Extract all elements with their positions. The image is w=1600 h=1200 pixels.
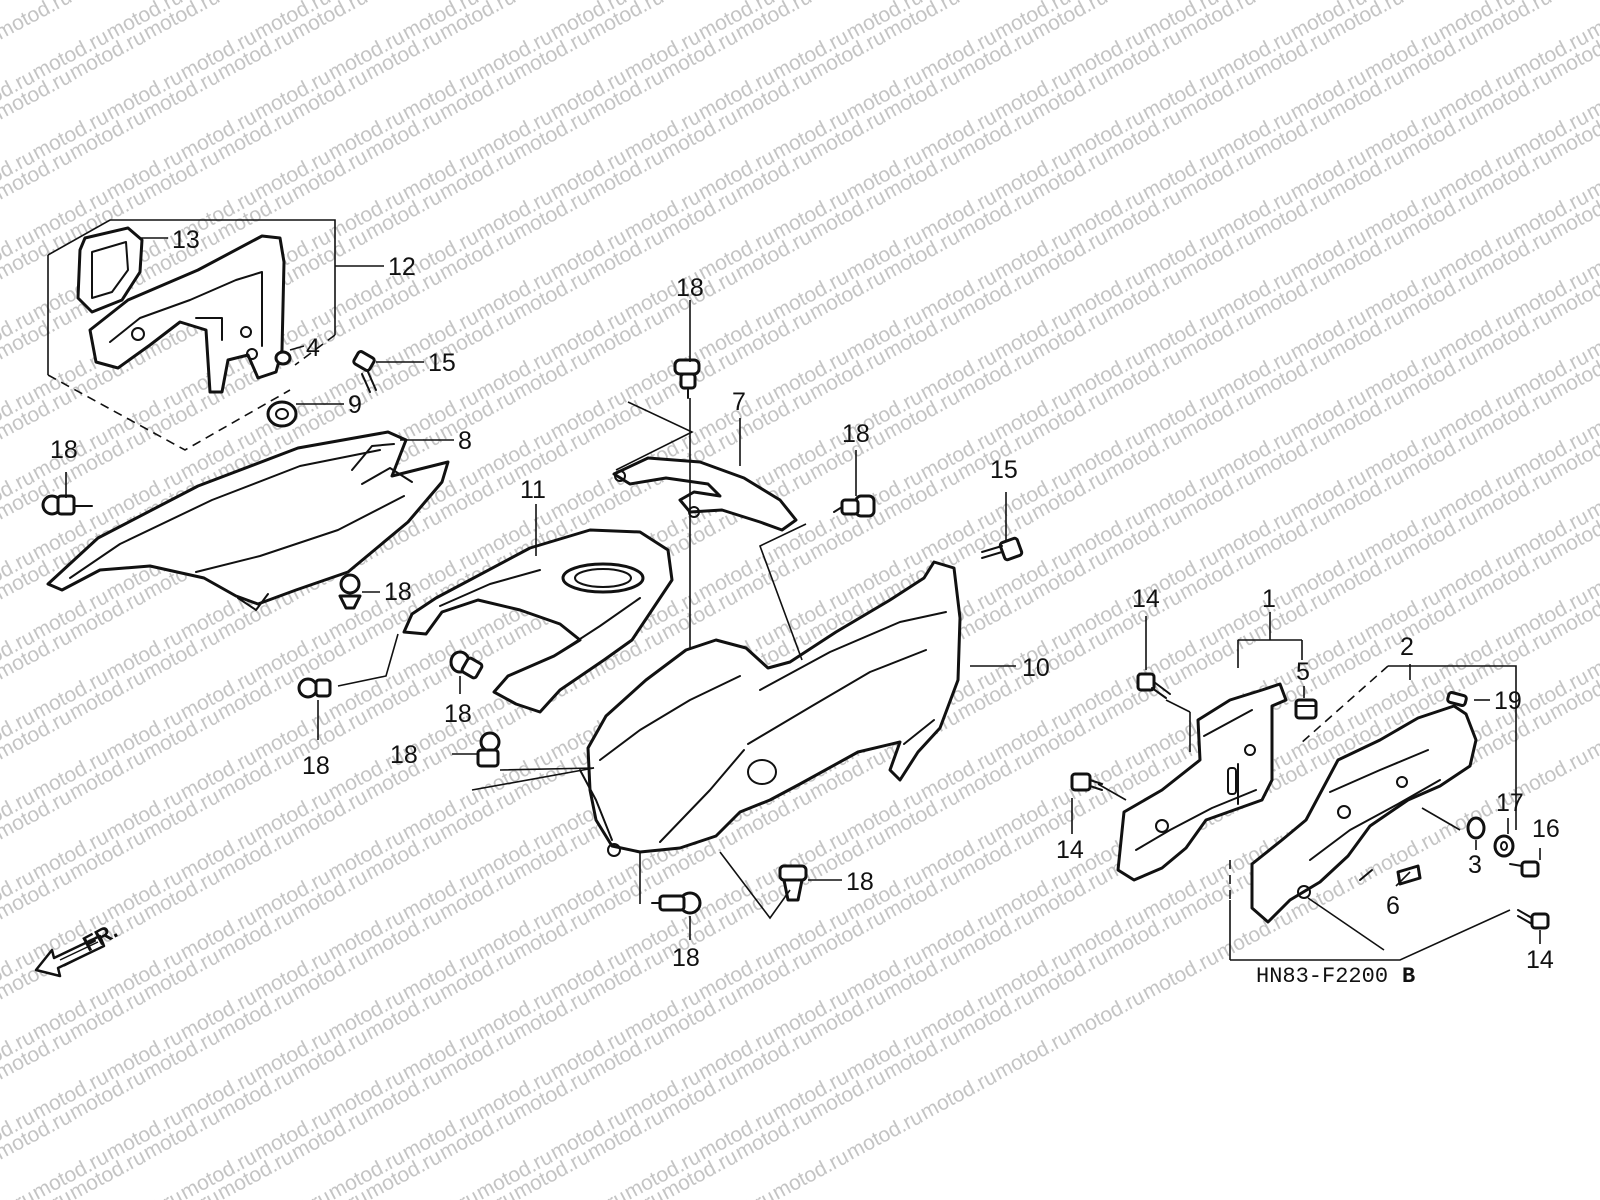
bolt-part-16 xyxy=(1509,860,1540,878)
watermark-text: motod.ru xyxy=(806,0,890,4)
watermark-text: motod.ru xyxy=(1065,985,1149,1044)
watermark-text: motod.ru xyxy=(510,0,594,4)
callout-14: 14 xyxy=(1526,946,1554,974)
watermark-text: motod.ru xyxy=(954,0,1038,4)
callout-18: 18 xyxy=(302,752,330,780)
clip-part-18-bottom-right xyxy=(778,864,808,902)
bolt-part-19 xyxy=(1446,691,1468,707)
watermark-text: motod.ru xyxy=(103,1185,187,1200)
frame-dashed-line xyxy=(47,374,291,451)
cube-part-5 xyxy=(1294,698,1318,720)
callout-13: 13 xyxy=(172,226,200,254)
callout-15: 15 xyxy=(428,349,456,377)
watermark-text: motod.ru xyxy=(1250,0,1334,4)
clip-part-18-left-of-11 xyxy=(297,677,332,699)
bolt-part-14-right xyxy=(1517,909,1550,930)
watermark-text: motod.ru xyxy=(769,1145,853,1200)
callout-10: 10 xyxy=(1022,654,1050,682)
callout-18: 18 xyxy=(384,578,412,606)
bolt-part-15-center xyxy=(981,536,1024,562)
watermark-text: motod.ru xyxy=(1102,0,1186,4)
diagram-code-text: HN83-F2200 xyxy=(1256,964,1388,989)
watermark-text: motod.ru xyxy=(362,0,446,4)
callouts: 13 12 4 15 9 8 18 18 11 18 7 18 15 10 18… xyxy=(50,226,1560,974)
collar-part-17 xyxy=(1493,834,1515,858)
leader-lines xyxy=(65,237,1541,951)
callout-18: 18 xyxy=(676,274,704,302)
tank-cover-part-11 xyxy=(402,528,674,714)
bracket-part-7 xyxy=(612,456,798,532)
side-cover-part-8 xyxy=(46,430,450,611)
bolt-part-14-upper xyxy=(1136,672,1171,699)
watermark-text: motod.ru xyxy=(0,0,76,44)
diagram-code-suffix: B xyxy=(1402,964,1415,989)
front-arrow-icon xyxy=(34,934,106,978)
frame-line xyxy=(47,219,336,256)
callout-19: 19 xyxy=(1494,687,1522,715)
callout-8: 8 xyxy=(458,427,472,455)
clip-part-18-center xyxy=(476,731,501,768)
clip-part-18-left xyxy=(41,494,93,516)
callout-6: 6 xyxy=(1386,892,1400,920)
mounting-hole xyxy=(246,348,258,360)
nut-part-4 xyxy=(274,350,292,366)
clip-part-18-under-11 xyxy=(449,650,484,680)
watermark-text: motod.ru xyxy=(251,1185,335,1200)
watermark-text: motod.ru xyxy=(658,0,742,4)
cover-edge-detail xyxy=(109,271,263,347)
callout-18: 18 xyxy=(50,436,78,464)
part-1-2-group xyxy=(1229,639,1517,961)
callout-5: 5 xyxy=(1296,658,1310,686)
callout-3: 3 xyxy=(1468,851,1482,879)
callout-14: 14 xyxy=(1132,585,1160,613)
watermark-text: motod.ru xyxy=(547,1185,631,1200)
bracket-part-1 xyxy=(1116,682,1288,882)
clip-part-18-top xyxy=(673,358,701,399)
watermark-text: motod.ru xyxy=(214,0,298,4)
callout-7: 7 xyxy=(732,388,746,416)
watermark-text: motod.ru xyxy=(399,1185,483,1200)
part-12-group xyxy=(47,219,336,451)
callout-1: 1 xyxy=(1262,585,1276,613)
callout-2: 2 xyxy=(1400,633,1414,661)
callout-17: 17 xyxy=(1496,789,1524,817)
watermark-text: motod.ru xyxy=(991,1025,1075,1084)
callout-9: 9 xyxy=(348,391,362,419)
bolt-part-15-left xyxy=(352,350,377,393)
mounting-hole xyxy=(131,327,145,341)
callout-18: 18 xyxy=(444,700,472,728)
grommet-part-9 xyxy=(266,400,298,428)
clip-part-18-right-of-7 xyxy=(833,494,876,518)
frame-dashed-line xyxy=(294,334,336,366)
callout-18: 18 xyxy=(842,420,870,448)
watermark-text: motod.ru xyxy=(917,1065,1001,1124)
callout-4: 4 xyxy=(306,334,320,362)
diagram-code: HN83-F2200 B xyxy=(1256,964,1415,989)
watermark-text: motod.ru xyxy=(1398,0,1482,4)
bolt-part-14-lower xyxy=(1070,772,1103,792)
watermark-text: motod.ru xyxy=(1139,945,1223,1004)
grommet-part-3 xyxy=(1466,816,1486,840)
callout-16: 16 xyxy=(1532,815,1560,843)
callout-11: 11 xyxy=(520,476,546,504)
watermark-text: motod.ru xyxy=(1213,905,1297,964)
seal-inner-outline xyxy=(91,241,129,299)
callout-18: 18 xyxy=(672,944,700,972)
callout-12: 12 xyxy=(388,253,416,281)
callout-18: 18 xyxy=(390,741,418,769)
callout-18: 18 xyxy=(846,868,874,896)
watermark-text: motod.ru xyxy=(695,1185,779,1200)
clip-part-18-bottom xyxy=(651,891,702,915)
watermark-text: motod.ru xyxy=(843,1105,927,1164)
cover-part-2 xyxy=(1250,704,1478,924)
clip-part-18-under-8 xyxy=(338,573,362,610)
callout-14: 14 xyxy=(1056,836,1084,864)
front-cover-part-10 xyxy=(579,560,962,857)
callout-15: 15 xyxy=(990,456,1018,484)
watermark-text: motod.ru xyxy=(0,0,2,4)
watermark-text: motod.ru xyxy=(66,0,150,4)
mounting-hole xyxy=(240,326,252,338)
